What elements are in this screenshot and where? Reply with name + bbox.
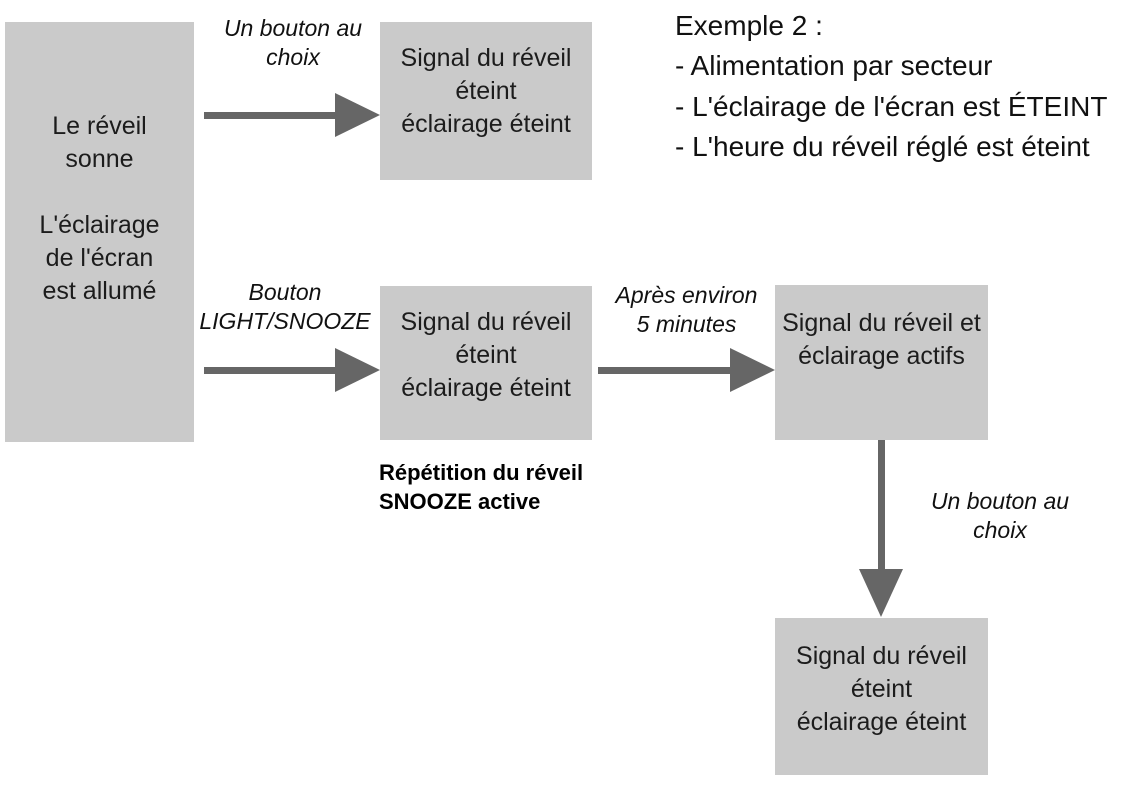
arrow-active-to-final-off: [859, 440, 903, 617]
arrow-shaft: [598, 366, 730, 374]
arrow-shaft: [877, 440, 885, 569]
alarm-off-snooze-box: Signal du réveil éteint éclairage éteint: [380, 286, 592, 440]
legend-item-backlight: - L'éclairage de l'écran est ÉTEINT: [675, 90, 1108, 122]
edge-label-light-snooze: Bouton LIGHT/SNOOZE: [199, 279, 371, 335]
snooze-repeat-note: Répétition du réveil SNOOZE active: [379, 460, 584, 514]
arrow-head: [335, 348, 380, 392]
alarm-off-top-box: Signal du réveil éteint éclairage éteint: [380, 22, 592, 180]
arrow-head: [730, 348, 775, 392]
legend-block: Exemple 2 : - Alimentation par secteur -…: [675, 6, 1145, 167]
arrow-snooze-to-active: [598, 348, 775, 392]
edge-label-any-button-bottom: Un bouton au choix: [930, 488, 1070, 544]
alarm-off-final-box: Signal du réveil éteint éclairage éteint: [775, 618, 988, 775]
edge-label-after-5-minutes: Après environ 5 minutes: [615, 282, 758, 338]
initial-state-box: Le réveil sonne L'éclairage de l'écran e…: [5, 22, 194, 442]
alarm-off-final-label: Signal du réveil éteint éclairage éteint: [796, 642, 967, 736]
arrow-shaft: [204, 366, 335, 374]
alarm-off-snooze-label: Signal du réveil éteint éclairage éteint: [400, 308, 572, 402]
legend-item-power: - Alimentation par secteur: [675, 50, 993, 82]
legend-item-alarm-time: - L'heure du réveil réglé est éteint: [675, 130, 1090, 162]
alarm-active-box: Signal du réveil et éclairage actifs: [775, 285, 988, 440]
arrow-head: [335, 93, 380, 137]
legend-heading: Exemple 2 :: [675, 10, 823, 41]
arrow-shaft: [204, 111, 335, 119]
arrow-initial-to-top-off: [204, 93, 380, 137]
alarm-active-label: Signal du réveil et éclairage actifs: [782, 309, 981, 370]
alarm-off-top-label: Signal du réveil éteint éclairage éteint: [400, 44, 572, 138]
arrow-head: [859, 569, 903, 617]
initial-state-label: Le réveil sonne L'éclairage de l'écran e…: [39, 112, 160, 305]
edge-label-any-button-top: Un bouton au choix: [223, 15, 363, 71]
arrow-initial-to-snooze-off: [204, 348, 380, 392]
